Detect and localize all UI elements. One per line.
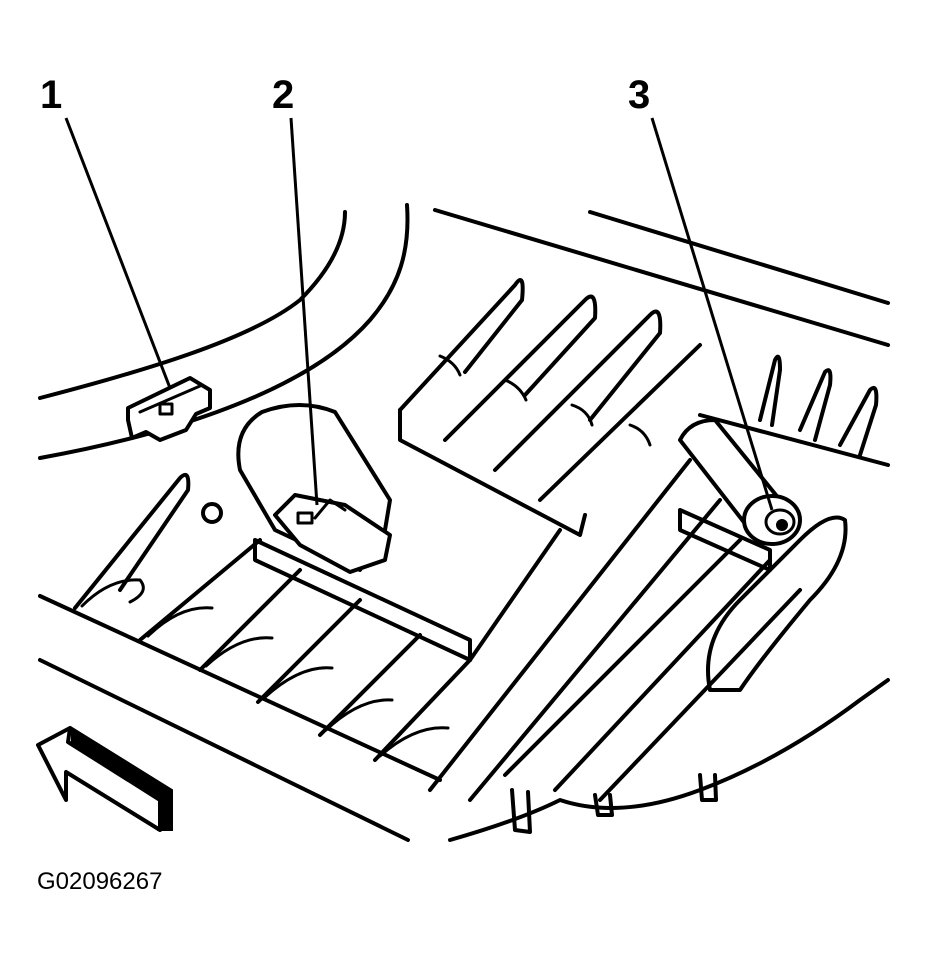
leader-line-1 [64,117,172,389]
left-ribbed-channel [73,473,472,762]
fastener-nut-icon [742,494,802,546]
mounting-feet [510,773,718,834]
locating-hole [201,502,223,524]
upper-surface-outline [38,203,890,460]
retaining-clip-icon [126,376,212,442]
front-direction-arrow-icon [36,726,173,832]
callout-3: 3 [628,73,651,117]
bracket-clip-icon [273,493,392,574]
right-fin-array [698,354,890,467]
bracket-housing [236,403,392,572]
callout-2: 2 [272,73,295,117]
figure-id: G02096267 [37,868,163,895]
leader-line-3 [650,117,774,511]
cross-brace [253,528,562,662]
lower-surface-outline [38,594,442,842]
leader-line-2 [289,117,319,506]
upper-fin-array [398,278,702,537]
runner-assembly [428,458,890,842]
callout-1: 1 [40,73,63,117]
